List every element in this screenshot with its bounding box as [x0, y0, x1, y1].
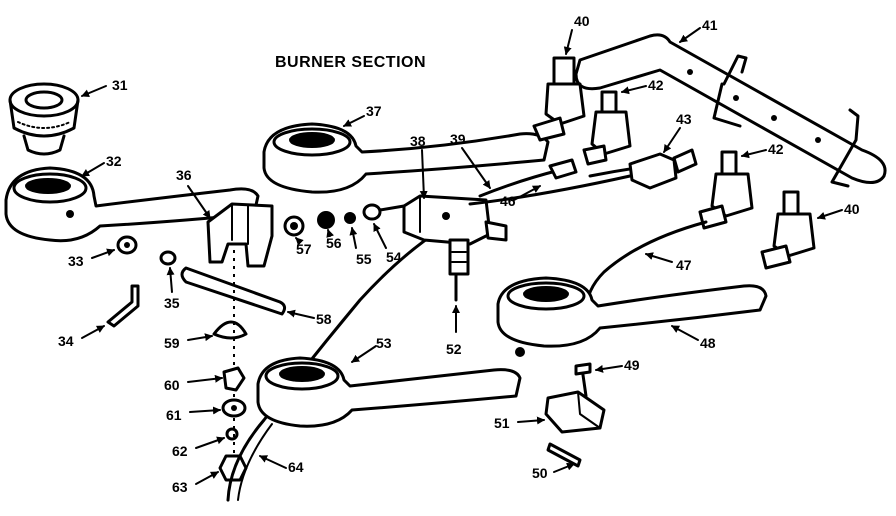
callout-40-upper: 40 — [574, 13, 590, 29]
callout-58: 58 — [316, 311, 332, 327]
clip-35 — [159, 250, 177, 266]
callout-52: 52 — [446, 341, 462, 357]
fitting-60 — [222, 366, 246, 392]
callout-51: 51 — [494, 415, 510, 431]
callout-59: 59 — [164, 335, 180, 351]
bracket-51 — [544, 390, 606, 434]
bracket-34 — [106, 284, 140, 328]
callout-37: 37 — [366, 103, 382, 119]
burner-32 — [4, 166, 260, 243]
callout-63: 63 — [172, 479, 188, 495]
callout-57: 57 — [296, 241, 312, 257]
burner-53 — [256, 356, 522, 428]
section-title: BURNER SECTION — [275, 54, 426, 71]
callouts: 31 32 33 34 35 36 37 38 39 40 41 42 43 4… — [58, 13, 860, 495]
valve-40-upper — [532, 56, 586, 142]
tube-64 — [226, 228, 442, 502]
valve-body-38 — [402, 194, 508, 246]
tube-43-line — [468, 174, 632, 206]
washer-62 — [225, 427, 239, 441]
callout-53: 53 — [376, 335, 392, 351]
callout-32: 32 — [106, 153, 122, 169]
callout-50: 50 — [532, 465, 548, 481]
callout-54: 54 — [386, 249, 402, 265]
callout-42-upper: 42 — [648, 77, 664, 93]
callout-46: 46 — [500, 193, 516, 209]
fitting-55 — [344, 212, 356, 224]
orifice-33 — [116, 235, 138, 255]
callout-64: 64 — [288, 459, 304, 475]
valve-stem-52 — [448, 238, 470, 302]
fitting-57 — [283, 215, 305, 237]
nut-61 — [221, 398, 247, 418]
callout-31: 31 — [112, 77, 128, 93]
callout-36: 36 — [176, 167, 192, 183]
burner-48 — [496, 276, 768, 357]
fitting-43 — [588, 148, 698, 190]
clip-50 — [546, 442, 582, 468]
callout-34: 34 — [58, 333, 74, 349]
callout-47: 47 — [676, 257, 692, 273]
burner-cap-31 — [8, 82, 80, 156]
callout-56: 56 — [326, 235, 342, 251]
valve-42-lower — [698, 150, 754, 230]
callout-40-lower: 40 — [844, 201, 860, 217]
callout-35: 35 — [164, 295, 180, 311]
callout-33: 33 — [68, 253, 84, 269]
callout-55: 55 — [356, 251, 372, 267]
callout-39: 39 — [450, 131, 466, 147]
callout-38: 38 — [410, 133, 426, 149]
bracket-36 — [206, 202, 274, 268]
cone-59 — [212, 320, 248, 340]
callout-61: 61 — [166, 407, 182, 423]
callout-48: 48 — [700, 335, 716, 351]
callout-62: 62 — [172, 443, 188, 459]
valve-40-lower — [760, 190, 816, 270]
burner-37 — [262, 122, 550, 194]
screw-49 — [574, 362, 592, 398]
callout-60: 60 — [164, 377, 180, 393]
callout-43: 43 — [676, 111, 692, 127]
callout-41: 41 — [702, 17, 718, 33]
fitting-54 — [362, 203, 406, 221]
callout-49: 49 — [624, 357, 640, 373]
callout-42-lower: 42 — [768, 141, 784, 157]
valve-42-upper — [582, 90, 632, 166]
manifold-pipe-41 — [574, 33, 887, 188]
fitting-56 — [317, 211, 335, 229]
